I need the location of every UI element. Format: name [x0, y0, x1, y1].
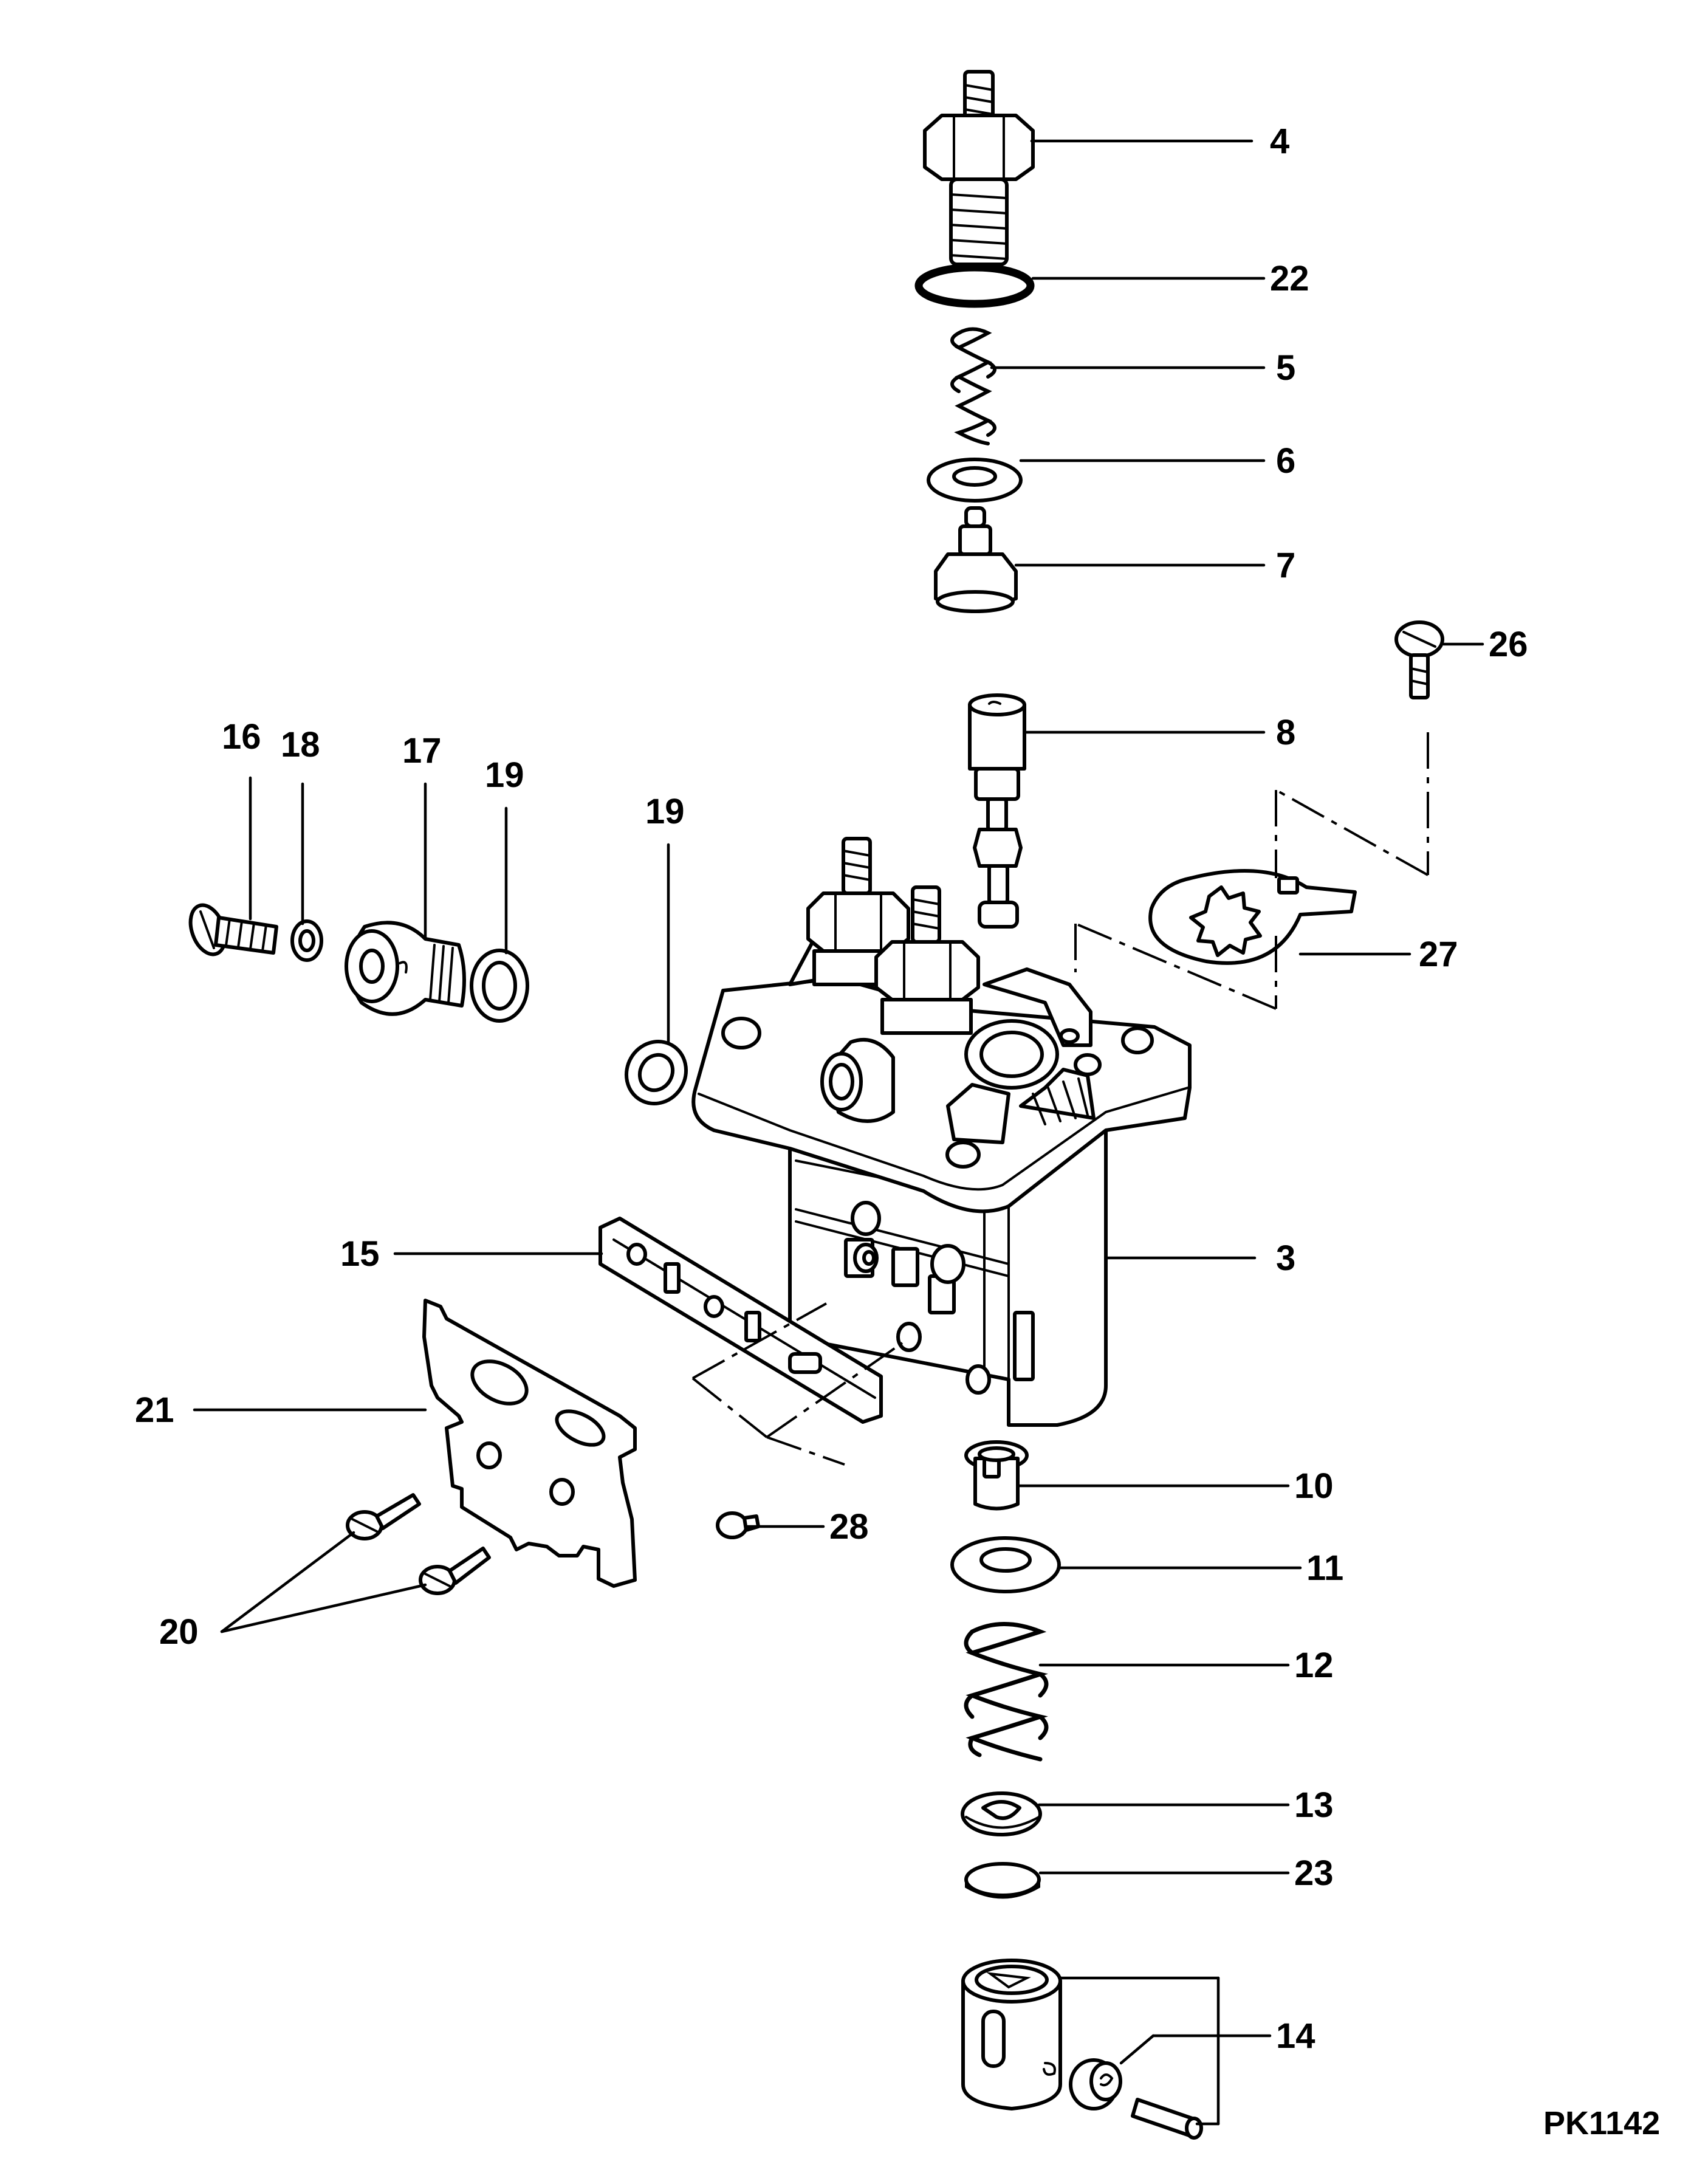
label-part-21: 21 — [135, 1390, 174, 1430]
label-part-19-left: 19 — [485, 755, 524, 795]
part-19-seal-washer-left — [470, 949, 529, 1023]
part-22-o-ring — [914, 263, 1035, 308]
label-part-3: 3 — [1276, 1238, 1295, 1278]
part-21-cover-plate — [422, 1299, 637, 1588]
label-part-16: 16 — [222, 717, 261, 757]
part-number-labels: 4 22 5 6 7 26 8 27 16 18 17 19 19 3 15 2… — [135, 122, 1660, 2141]
part-5-spring — [950, 327, 996, 445]
part-20-screws — [346, 1493, 491, 1595]
label-part-22: 22 — [1270, 259, 1309, 298]
leader-lines — [193, 139, 1484, 2126]
label-part-17: 17 — [402, 731, 442, 771]
part-23-shim — [964, 1862, 1041, 1899]
guide-pin — [788, 1352, 822, 1374]
part-6-washer — [927, 458, 1023, 503]
label-part-5: 5 — [1276, 348, 1295, 388]
diagram-reference-code: PK1142 — [1543, 2105, 1660, 2141]
label-part-11: 11 — [1306, 1548, 1343, 1588]
label-part-8: 8 — [1276, 713, 1295, 752]
housing-delivery-fitting-right — [874, 885, 980, 1035]
part-10-control-sleeve — [964, 1440, 1029, 1511]
label-part-7: 7 — [1276, 546, 1295, 585]
part-8-plunger — [968, 693, 1026, 929]
label-part-6: 6 — [1276, 441, 1295, 481]
label-part-15: 15 — [340, 1234, 380, 1274]
assembly-center-lines — [691, 732, 1429, 1466]
label-part-20: 20 — [159, 1612, 199, 1652]
part-14-tappet-assembly — [961, 1959, 1203, 2140]
label-part-12: 12 — [1294, 1646, 1334, 1685]
part-13-lower-spring-seat — [961, 1791, 1042, 1836]
part-7-delivery-valve — [934, 506, 1018, 613]
label-part-18: 18 — [281, 725, 320, 764]
part-4-delivery-valve-holder — [923, 70, 1035, 266]
part-3-pump-housing — [691, 934, 1192, 1427]
part-12-plunger-spring — [964, 1622, 1049, 1762]
part-27-tab-washer — [1148, 869, 1357, 965]
label-part-28: 28 — [829, 1507, 869, 1547]
label-part-13: 13 — [1294, 1785, 1334, 1825]
label-part-26: 26 — [1489, 625, 1528, 664]
part-19-seal-washer-middle — [624, 1039, 688, 1106]
label-part-27: 27 — [1419, 935, 1458, 974]
label-part-23: 23 — [1294, 1853, 1334, 1893]
part-28-small-screw — [716, 1511, 760, 1539]
part-11-spring-seat — [950, 1536, 1061, 1593]
part-18-small-washer — [290, 919, 323, 962]
label-part-14: 14 — [1276, 2016, 1315, 2056]
part-26-screw — [1394, 620, 1444, 699]
part-17-banjo-fitting — [345, 921, 466, 1016]
label-part-4: 4 — [1270, 122, 1289, 161]
label-part-19-middle: 19 — [645, 792, 685, 831]
part-16-bolt — [188, 903, 278, 956]
label-part-10: 10 — [1294, 1466, 1334, 1506]
